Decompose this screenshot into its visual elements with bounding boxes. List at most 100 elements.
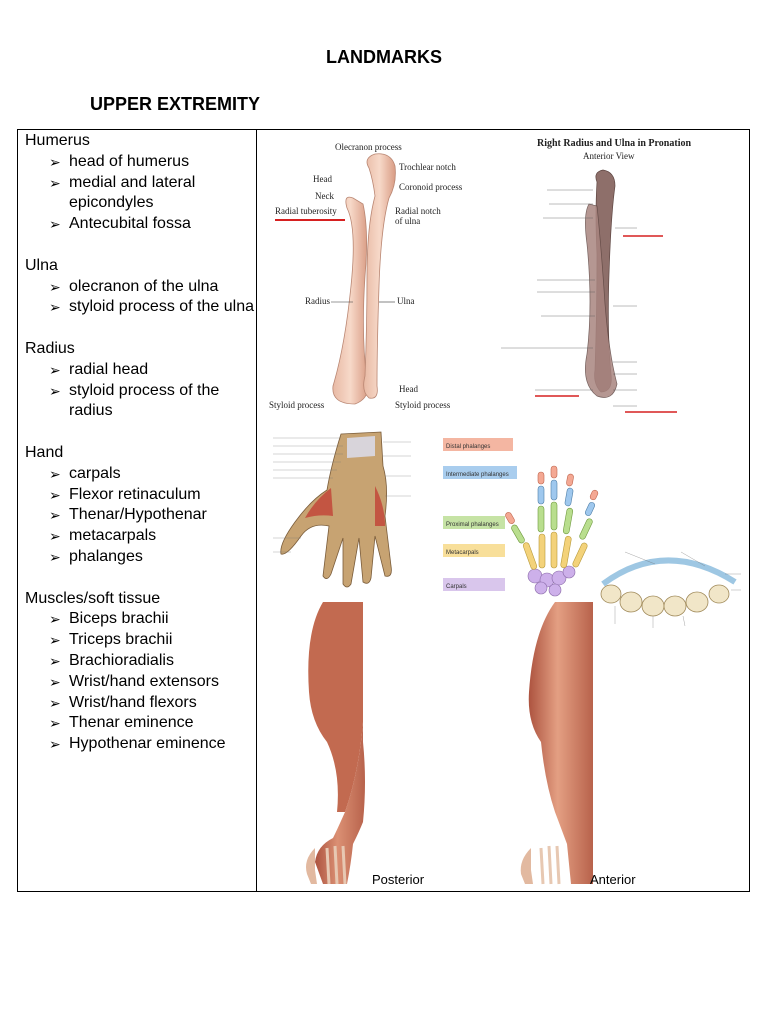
posterior-arm-figure xyxy=(306,602,365,885)
list-item-label: Triceps brachii xyxy=(69,631,173,649)
list-item: ➢ medial and lateral epicondyles xyxy=(25,173,256,215)
list-item: ➢metacarpals xyxy=(25,526,256,547)
distal-phalanges-label: Distal phalanges xyxy=(446,444,490,450)
arrow-bullet-icon: ➢ xyxy=(49,465,61,482)
hand-muscle-leader-lines xyxy=(273,437,411,553)
section-heading: Ulna xyxy=(25,256,58,274)
list-item: ➢Triceps brachii xyxy=(25,630,256,651)
list-item: ➢ Flexor retinaculum xyxy=(25,485,256,506)
section-humerus: Humerus➢head of humerus➢medial and later… xyxy=(25,131,256,235)
list-item-label: phalanges xyxy=(69,547,143,565)
styloid-left-label: Styloid process xyxy=(269,400,325,410)
arrow-bullet-icon: ➢ xyxy=(49,715,61,732)
list-item: ➢ Thenar eminence xyxy=(25,713,256,734)
landmark-list: ➢Biceps brachii➢Triceps brachii➢Brachior… xyxy=(25,609,256,755)
intermediate-phalanges-label: Intermediate phalanges xyxy=(446,472,509,478)
intermediate-phalanx-bones xyxy=(537,479,595,516)
radial-notch-label-2: of ulna xyxy=(395,216,420,226)
hand-silhouette xyxy=(280,431,392,588)
list-item-label: head of humerus xyxy=(69,152,190,170)
arrow-bullet-icon: ➢ xyxy=(49,299,61,316)
list-item: ➢ Wrist/hand flexors xyxy=(25,693,256,714)
list-item-label: Antecubital fossa xyxy=(69,215,191,233)
carpals-swatch xyxy=(443,578,505,591)
section-radius: Radius ➢radial head➢styloid process of th… xyxy=(25,339,256,422)
carpal-bones xyxy=(527,565,576,597)
arrow-bullet-icon: ➢ xyxy=(49,673,61,690)
metacarpals-swatch xyxy=(443,544,505,557)
landmark-list: ➢ carpals ➢ Flexor retinaculum ➢ Thenar/Hypot… xyxy=(25,464,256,568)
list-item: ➢Brachioradialis xyxy=(25,651,256,672)
section-heading: Hand xyxy=(25,443,64,461)
pronation-leader-lines xyxy=(501,189,637,407)
list-item-label: Thenar eminence xyxy=(69,714,194,732)
arrow-bullet-icon: ➢ xyxy=(49,278,61,295)
radius-bone xyxy=(332,196,369,405)
proximal-phalanx-bones xyxy=(511,501,593,544)
list-item-label: medial and lateral epicondyles xyxy=(69,173,196,212)
proximal-phalanges-swatch xyxy=(443,516,505,529)
carpal-tunnel-figure xyxy=(600,551,741,628)
styloid-right-label: Styloid process xyxy=(395,400,451,410)
list-item: ➢ styloid process of the ulna xyxy=(25,297,256,318)
list-item: ➢Wrist/hand extensors xyxy=(25,672,256,693)
head-bottom-label: Head xyxy=(399,384,418,394)
arrow-bullet-icon: ➢ xyxy=(49,174,61,191)
list-item-label: Thenar/Hypothenar xyxy=(69,506,207,524)
landmarks-list-cell: Humerus➢head of humerus➢medial and later… xyxy=(17,129,257,892)
anterior-view-label: Anterior xyxy=(590,872,636,887)
list-item: ➢Hypothenar eminence xyxy=(25,734,256,755)
landmark-list: ➢radial head➢styloid process of the radi… xyxy=(25,360,256,422)
distal-phalanges-swatch xyxy=(443,438,513,451)
list-item-label: Hypothenar eminence xyxy=(69,735,226,753)
olecranon-label: Olecranon process xyxy=(335,142,402,152)
posterior-arm-musculature xyxy=(315,602,365,884)
radius-label: Radius xyxy=(305,296,330,306)
list-item-label: carpals xyxy=(69,464,121,482)
hand-muscles-figure xyxy=(273,431,411,588)
landmark-list: ➢head of humerus➢medial and lateral epic… xyxy=(25,152,256,235)
pronation-figure: Right Radius and Ulna in Pronation Anter… xyxy=(501,138,691,413)
arrow-bullet-icon: ➢ xyxy=(49,694,61,711)
ulna-label: Ulna xyxy=(397,296,415,306)
list-item: ➢ Antecubital fossa xyxy=(25,214,256,235)
section-heading: Radius xyxy=(25,339,75,357)
pronation-radius-bone xyxy=(585,203,618,398)
list-item-label: styloid process of the radius xyxy=(69,381,220,420)
intermediate-phalanges-swatch xyxy=(443,466,517,479)
list-item: ➢phalanges xyxy=(25,547,256,568)
section-hand: Hand ➢ carpals ➢ Flexor retinaculum ➢ Thenar/H… xyxy=(25,443,256,568)
landmarks-table: Humerus➢head of humerus➢medial and later… xyxy=(17,129,750,892)
arrow-bullet-icon: ➢ xyxy=(49,611,61,628)
landmarks-outline: Humerus➢head of humerus➢medial and later… xyxy=(25,131,256,776)
posterior-view-label: Posterior xyxy=(372,872,425,887)
list-item-label: Flexor retinaculum xyxy=(69,485,201,503)
metacarpals-label: Metacarpals xyxy=(446,550,479,556)
proximal-phalanges-label: Proximal phalanges xyxy=(446,522,499,528)
coronoid-label: Coronoid process xyxy=(399,182,463,192)
arrow-bullet-icon: ➢ xyxy=(49,486,61,503)
pronation-title: Right Radius and Ulna in Pronation xyxy=(537,138,691,149)
list-item-label: radial head xyxy=(69,360,149,378)
list-item-label: Brachioradialis xyxy=(69,651,174,669)
list-item-label: Biceps brachii xyxy=(69,610,169,628)
list-item-label: metacarpals xyxy=(69,527,157,545)
carpal-cross-section-bones xyxy=(600,584,730,617)
metacarpal-bones xyxy=(522,531,588,570)
anterior-arm-musculature xyxy=(528,602,593,884)
list-item: ➢ carpals xyxy=(25,464,256,485)
hand-bones-drawing: Distal phalanges Intermediate phalanges … xyxy=(443,438,599,597)
radial-notch-label-1: Radial notch xyxy=(395,206,441,216)
list-item-label: Wrist/hand flexors xyxy=(69,693,197,711)
document-subtitle: UPPER EXTREMITY xyxy=(90,94,261,114)
list-item: ➢styloid process of the radius xyxy=(25,381,256,423)
head-top-label: Head xyxy=(313,174,332,184)
list-item-label: styloid process of the ulna xyxy=(69,298,254,316)
section-heading: Muscles/soft tissue xyxy=(25,589,161,607)
list-item: ➢head of humerus xyxy=(25,152,256,173)
arrow-bullet-icon: ➢ xyxy=(49,216,61,233)
radial-tuberosity-label: Radial tuberosity xyxy=(275,206,337,216)
list-item: ➢ Thenar/Hypothenar xyxy=(25,505,256,526)
arrow-bullet-icon: ➢ xyxy=(49,507,61,524)
flexor-retinaculum-band xyxy=(601,557,737,587)
